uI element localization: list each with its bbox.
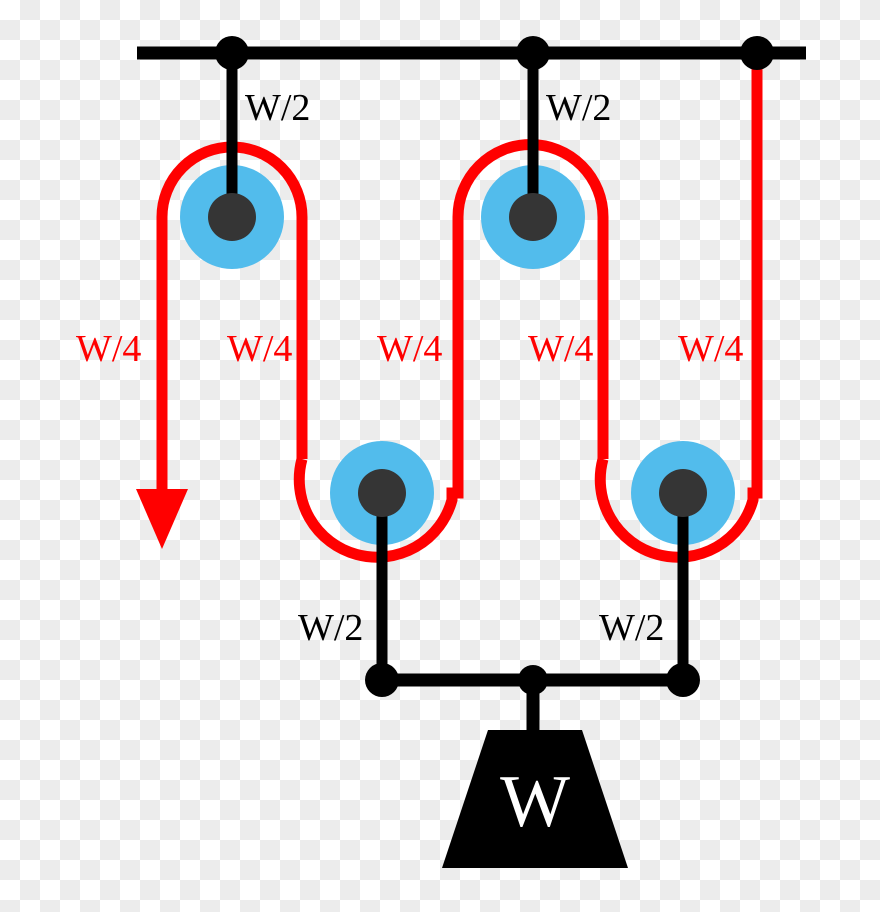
pulley-upper-right-hub: [509, 193, 557, 241]
pulley-upper-right: [481, 53, 585, 269]
label-rope-tension-4: W/4: [528, 328, 593, 370]
label-rope-tension-3: W/4: [377, 328, 442, 370]
ceiling-anchor-middle: [516, 36, 550, 70]
label-bottom-left-tension: W/2: [298, 607, 363, 649]
pulley-upper-left-hub: [208, 193, 256, 241]
pulley-lower-right-hub: [659, 469, 707, 517]
pulley-lower-left-hub: [358, 469, 406, 517]
pulley-lower-right: [631, 441, 735, 680]
label-bottom-right-tension: W/2: [599, 607, 664, 649]
load-bar-node-left: [365, 663, 399, 697]
load-bar-node-right: [666, 663, 700, 697]
rope-wrap-lower-left: [293, 217, 464, 563]
pulley-upper-left: [180, 53, 284, 269]
weight-block-label: W: [500, 761, 570, 843]
label-top-right-tension: W/2: [546, 87, 611, 129]
pulley-lower-left: [330, 441, 434, 680]
load-bar-node-middle: [518, 665, 548, 695]
load-bar-group: [365, 663, 700, 736]
ceiling-anchor-left: [215, 36, 249, 70]
rope-wrap-lower-right: [594, 53, 763, 563]
label-group: W/2 W/2 W/4 W/4 W/4 W/4 W/4 W/2 W/2: [76, 87, 743, 649]
weight-block: W: [442, 730, 628, 868]
ceiling-anchor-right: [740, 36, 774, 70]
label-rope-tension-5: W/4: [678, 328, 743, 370]
ceiling-support: [137, 36, 806, 70]
weight-block-body: [442, 730, 628, 868]
label-rope-tension-1: W/4: [76, 328, 141, 370]
rope-pull-arrowhead: [136, 489, 188, 549]
label-rope-tension-2: W/4: [227, 328, 292, 370]
label-top-left-tension: W/2: [245, 87, 310, 129]
